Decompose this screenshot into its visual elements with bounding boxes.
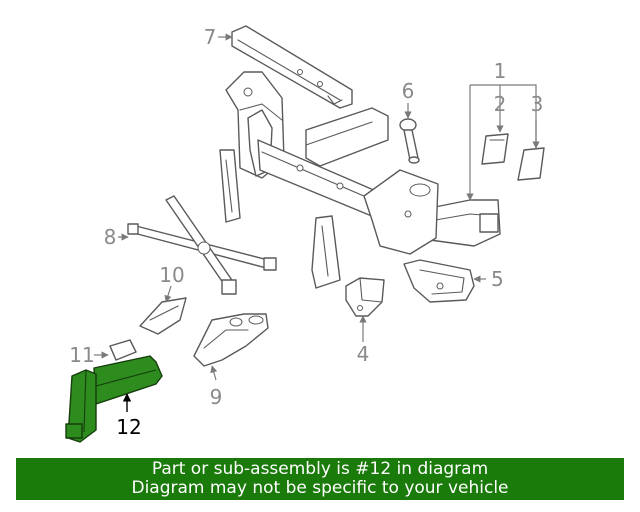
banner-line-1: Part or sub-assembly is #12 in diagram — [151, 459, 489, 479]
callout-5: 5 — [491, 267, 504, 291]
part-5-tray[interactable] — [403, 259, 475, 303]
part-10-panel[interactable] — [139, 297, 187, 335]
callout-2: 2 — [494, 92, 507, 116]
callout-3: 3 — [531, 92, 544, 116]
callout-8: 8 — [104, 225, 117, 249]
callout-11: 11 — [69, 343, 94, 367]
part-6-link[interactable] — [399, 118, 420, 164]
part-7-upper-crossmember[interactable] — [231, 25, 353, 109]
callout-10: 10 — [159, 263, 184, 287]
part-9-bracket[interactable] — [193, 313, 269, 367]
part-3-bracket[interactable] — [517, 147, 545, 181]
leader-lines — [94, 33, 540, 412]
callout-7: 7 — [204, 25, 217, 49]
part-12-highlighted[interactable] — [65, 355, 163, 443]
callout-1: 1 — [494, 59, 507, 83]
callout-9: 9 — [210, 385, 223, 409]
part-8-x-brace[interactable] — [127, 195, 277, 295]
callout-6: 6 — [402, 79, 415, 103]
callout-4: 4 — [357, 342, 370, 366]
part-4-bracket[interactable] — [345, 277, 385, 317]
callout-labels: 1 2 3 4 5 6 7 8 9 10 11 12 — [69, 25, 543, 439]
part-11-block[interactable] — [109, 339, 137, 361]
part-1-subframe-assembly[interactable] — [219, 71, 501, 289]
part-2-bracket[interactable] — [481, 133, 509, 165]
info-banner: Part or sub-assembly is #12 in diagram D… — [16, 458, 624, 500]
callout-12: 12 — [116, 415, 141, 439]
banner-line-2: Diagram may not be specific to your vehi… — [131, 478, 509, 498]
